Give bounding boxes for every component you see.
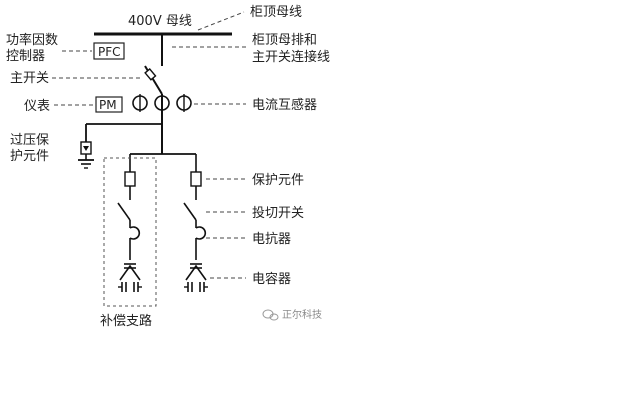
label-top-busbar: 柜顶母线: [250, 5, 302, 20]
wechat-icon: [262, 309, 279, 321]
compensation-branch-2: [183, 154, 208, 292]
watermark-text: 正尔科技: [282, 308, 322, 321]
label-capacitor: 电容器: [252, 271, 291, 287]
leader-top-busbar: [197, 11, 245, 31]
bus-label: 400V 母线: [128, 14, 192, 29]
label-pfc-line2: 控制器: [6, 49, 45, 64]
label-busbar-link-line2: 主开关连接线: [252, 49, 330, 65]
surge-branch: [78, 123, 162, 169]
label-switch: 投切开关: [252, 205, 304, 221]
label-surge-line1: 过压保: [10, 133, 49, 148]
pfc-box: PFC: [93, 42, 125, 60]
pm-box: PM: [95, 96, 123, 113]
label-main-switch: 主开关: [10, 71, 49, 86]
pfc-box-text: PFC: [98, 45, 121, 59]
main-switch-symbol: [144, 65, 163, 95]
current-transformer-symbol: [132, 94, 192, 112]
branch-frame: [103, 157, 157, 307]
busbar: 400V 母线: [94, 14, 232, 36]
label-reactor: 电抗器: [252, 232, 291, 247]
label-meter: 仪表: [24, 99, 50, 114]
label-busbar-link-line1: 柜顶母排和: [252, 33, 317, 48]
label-surge-line2: 护元件: [10, 149, 49, 164]
label-branch: 补偿支路: [100, 313, 152, 329]
compensation-branch-1: [117, 154, 142, 292]
watermark: 正尔科技: [262, 308, 322, 321]
pm-box-text: PM: [99, 98, 117, 112]
label-pfc-line1: 功率因数: [6, 32, 58, 48]
label-protect: 保护元件: [252, 173, 304, 188]
label-ct: 电流互感器: [252, 97, 317, 113]
